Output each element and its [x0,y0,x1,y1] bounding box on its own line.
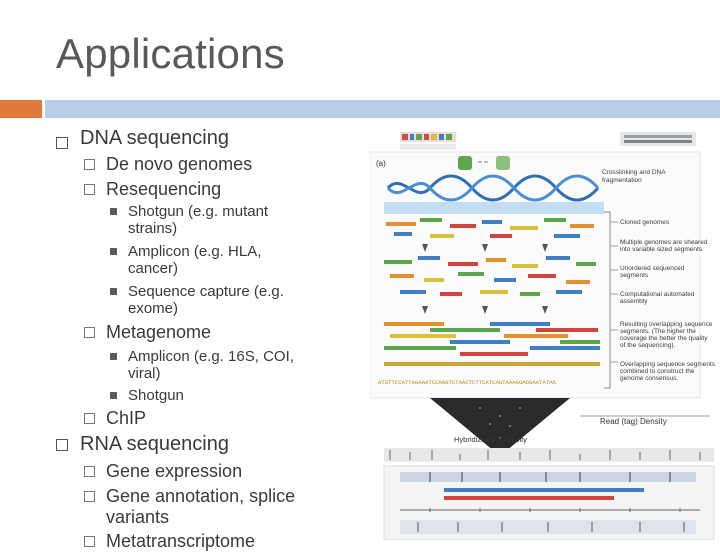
outline-resequencing: Resequencing [106,179,222,199]
read-density-label: Read (tag) Density [600,417,667,426]
chromatogram-strip-right [620,132,696,146]
line: cancer) [128,260,179,277]
consensus-sequence: ATGTTCCATTAGAAATCCAAGTCTAACTCTTCATCAGTAA… [378,379,557,386]
bullet-square-icon [110,353,117,360]
genome-beam [384,202,604,214]
bullet-checkbox-icon [56,137,68,149]
outline-rna-sequencing: RNA sequencing [80,433,229,455]
outline-shotgun-meta: Shotgun [128,387,184,404]
outline-metatranscriptome: Metatranscriptome [106,531,256,551]
cell-lightgreen [496,156,510,170]
cell-green [458,156,472,170]
line: variants [106,507,170,527]
bullet-checkbox-icon [84,184,95,195]
expression-bar-red [444,496,614,500]
bullet-square-icon [110,288,117,295]
panel-label: (a) [376,159,386,168]
line: Shotgun (e.g. mutant [128,203,269,220]
outline-amplicon-hla: Amplicon (e.g. HLA, cancer) [128,243,261,277]
dna-helix [386,174,600,202]
outline-dna-sequencing: DNA sequencing [80,127,229,149]
read-density-wedge [430,398,570,456]
outline-chip: ChIP [106,408,147,428]
unordered-segments [384,256,596,296]
anno-crosslinking: Crosslinking and DNA fragmentation [602,169,667,184]
expression-bar-blue [444,488,644,492]
bullet-checkbox-icon [84,491,95,502]
hybridization-track [384,448,714,462]
chromatogram-strip [400,132,456,150]
outline-metagenome: Metagenome [106,322,212,342]
bullet-square-icon [110,392,117,399]
line: strains) [128,220,178,237]
outline-denovo: De novo genomes [106,154,253,174]
annotation-leaders [610,221,618,363]
line: viral) [128,365,161,382]
outline-gene-expression: Gene expression [106,461,243,481]
anno-multiple: Multiple genomes are sheared into variab… [620,239,709,253]
anno-resulting: Resulting overlapping sequence segments.… [620,321,714,349]
anno-cloned: Cloned genomes [620,219,670,226]
outline-shotgun-mutant: Shotgun (e.g. mutant strains) [128,203,268,237]
line: Gene annotation, splice [106,486,296,506]
bullet-square-icon [110,208,117,215]
assembled-segments [384,322,600,366]
slide-title: Applications [56,30,285,77]
line: Amplicon (e.g. HLA, [128,243,262,260]
sequencing-figure-collage: (a) [370,126,720,540]
bullet-checkbox-icon [56,439,68,451]
outline-gene-annotation: Gene annotation, splice variants [106,486,295,528]
bullet-checkbox-icon [84,536,95,547]
sheared-segments [386,218,594,238]
anno-unordered: Unordered sequenced segments [620,265,686,279]
bullet-checkbox-icon [84,413,95,424]
bullet-checkbox-icon [84,466,95,477]
process-arrows [422,244,548,314]
outline-amplicon-16s: Amplicon (e.g. 16S, COI, viral) [128,348,294,382]
line: exome) [128,300,179,317]
anno-overlapping: Overlapping sequence segments combined t… [620,361,717,382]
title-rule-accent [0,100,42,118]
line: Amplicon (e.g. 16S, COI, [128,348,294,365]
process-bracket [604,211,611,389]
bullet-square-icon [110,248,117,255]
hybridization-label: Hybridization intensity [454,435,527,444]
outline-sequence-capture: Sequence capture (e.g. exome) [128,283,284,317]
bullet-checkbox-icon [84,327,95,338]
bullet-checkbox-icon [84,159,95,170]
line: Sequence capture (e.g. [128,283,284,300]
shotgun-sequencing-diagram: (a) [370,132,717,540]
title-rule [45,100,720,118]
anno-computational: Computational automated assembly [620,291,696,305]
